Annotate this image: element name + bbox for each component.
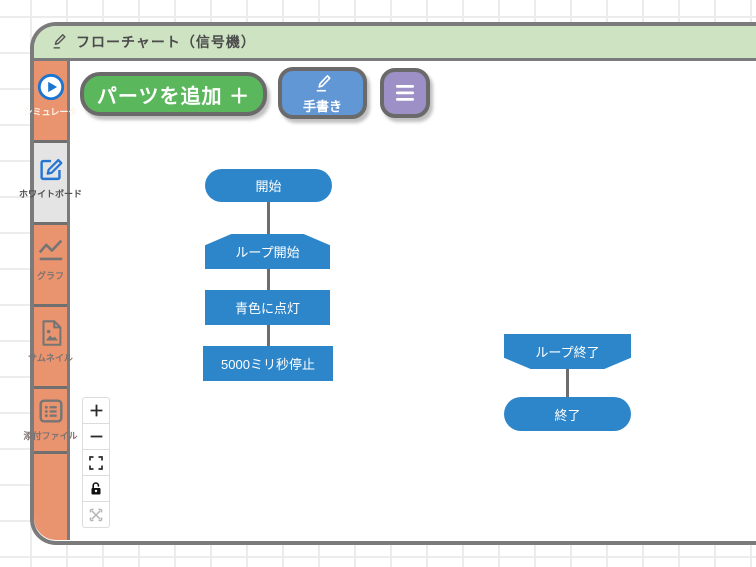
flowchart-window: フローチャート（信号機） シミュレータ ホワイトボード [19, 22, 756, 545]
hamburger-menu-icon [396, 85, 414, 101]
sidebar-item-thumbnail[interactable]: サムネイル [28, 307, 73, 389]
sidebar-item-whiteboard[interactable]: ホワイトボード [19, 143, 82, 225]
sidebar-item-label: シミュレータ [23, 107, 78, 117]
node-process-1[interactable]: 青色に点灯 [205, 290, 330, 325]
line-chart-icon [38, 239, 62, 261]
sidebar-filler [34, 454, 67, 540]
canvas-toolbar: パーツを追加 ＋ 手書き [80, 67, 430, 119]
sidebar-item-label: 添付ファイル [23, 431, 78, 441]
menu-button[interactable] [380, 68, 430, 118]
pencil-square-icon [39, 158, 62, 181]
handwriting-button[interactable]: 手書き [278, 67, 367, 119]
window-title: フローチャート（信号機） [76, 34, 256, 50]
minus-icon [90, 435, 102, 438]
node-end[interactable]: 終了 [504, 397, 631, 431]
zoom-in-button[interactable] [82, 397, 110, 424]
unlock-icon [91, 482, 101, 495]
image-file-icon [41, 320, 61, 346]
diagonal-arrows-icon [89, 508, 103, 521]
sidebar-item-simulator[interactable]: シミュレータ [24, 61, 77, 143]
node-loop-start[interactable]: ループ開始 [205, 234, 330, 269]
lock-button[interactable] [82, 475, 110, 502]
sidebar-item-label: グラフ [36, 271, 64, 281]
whiteboard-canvas[interactable]: パーツを追加 ＋ 手書き [70, 61, 756, 540]
node-start[interactable]: 開始 [205, 169, 332, 202]
flowchart-layer: 開始ループ開始青色に点灯 5000ミリ秒停止 ループ終了終了 [70, 61, 756, 540]
handwriting-label: 手書き [302, 99, 342, 114]
move-button[interactable] [82, 501, 110, 528]
sidebar-item-attachments[interactable]: 添付ファイル [24, 389, 78, 454]
window-header: フローチャート（信号機） [34, 26, 756, 61]
fit-screen-button[interactable] [82, 449, 110, 476]
node-process-2[interactable]: 5000ミリ秒停止 [203, 346, 333, 381]
sidebar-item-label: サムネイル [28, 353, 73, 363]
play-icon [37, 73, 64, 101]
flowchart-connector [566, 368, 569, 398]
add-parts-button[interactable]: パーツを追加 ＋ [80, 72, 267, 116]
zoom-controls [82, 397, 110, 528]
sidebar-item-graph[interactable]: グラフ [34, 225, 67, 307]
sidebar-item-label: ホワイトボード [19, 189, 83, 199]
flowchart-connector [267, 201, 270, 235]
flowchart-connector [267, 268, 270, 291]
zoom-out-button[interactable] [82, 423, 110, 450]
pencil-icon [316, 75, 331, 92]
node-loop-end[interactable]: ループ終了 [504, 334, 631, 369]
plus-icon [90, 404, 102, 417]
edit-title-icon[interactable] [50, 33, 68, 51]
flowchart-connector [267, 324, 270, 347]
fit-screen-icon [89, 455, 103, 470]
sidebar: シミュレータ ホワイトボード グラフ [19, 61, 82, 540]
list-icon [38, 399, 63, 423]
